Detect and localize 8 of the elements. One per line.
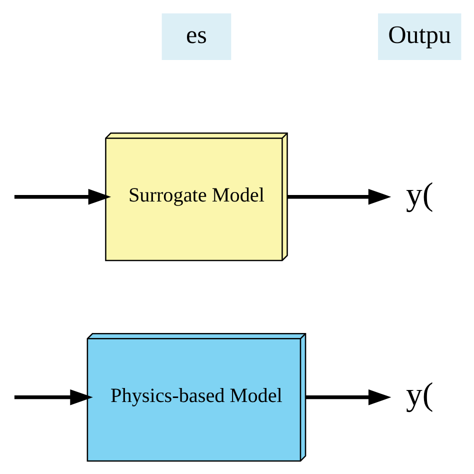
arrow [306, 388, 392, 405]
node-text: y( [406, 376, 434, 413]
arrow [14, 388, 93, 405]
node-box: es [162, 12, 232, 60]
node-box: Outpu [378, 12, 462, 60]
node-text: y( [406, 176, 434, 212]
arrow [287, 188, 392, 204]
arrow [14, 188, 112, 204]
